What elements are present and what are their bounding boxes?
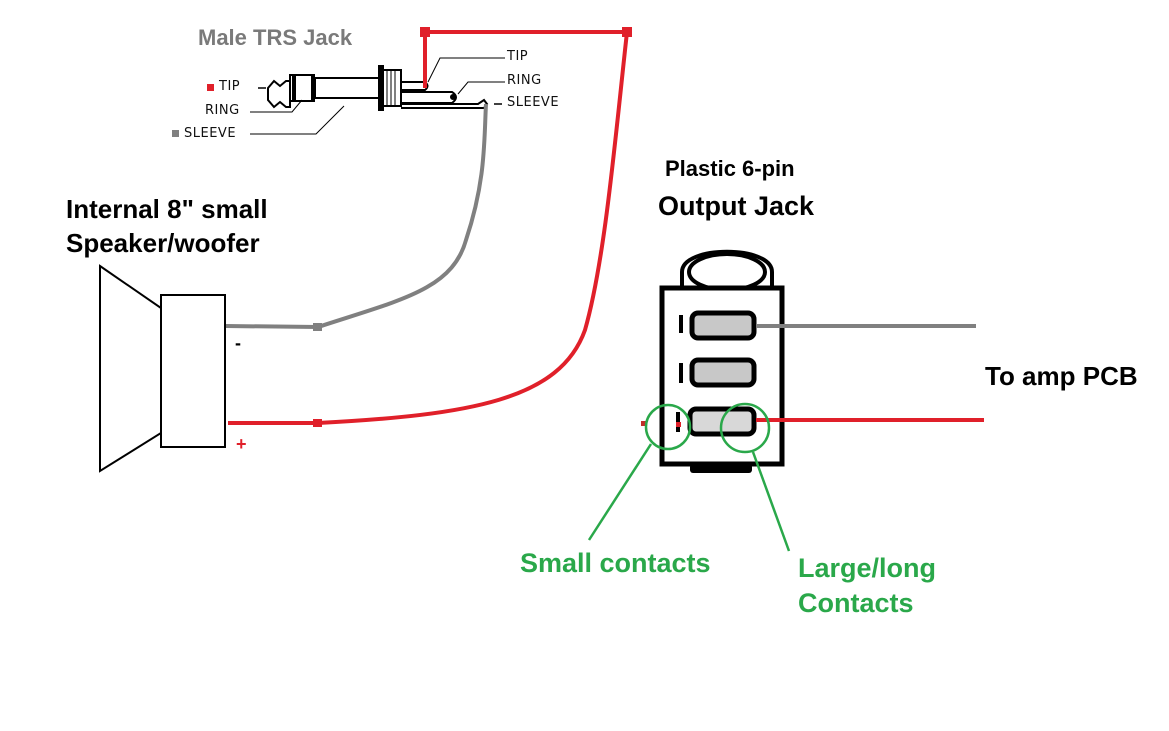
plug-grip	[382, 69, 402, 107]
speaker-plus-label: +	[236, 434, 247, 454]
contact-1	[689, 310, 757, 341]
hot-wire-speaker-to-tip	[228, 30, 630, 425]
speaker-minus-label: -	[235, 333, 241, 353]
trs-jack-title: Male TRS Jack	[198, 25, 353, 50]
trs-left-sleeve-label: SLEEVE	[184, 126, 237, 141]
output-jack-title-line1: Plastic 6-pin	[665, 156, 795, 181]
ground-wire-speaker-to-sleeve	[225, 103, 488, 330]
tip-color-key	[207, 84, 214, 91]
trs-left-tip-label: TIP	[219, 79, 241, 94]
sleeve-lug	[401, 98, 489, 109]
contact-2	[689, 357, 757, 388]
large-contact-callout-circle	[719, 402, 771, 454]
hot-splice-speaker	[313, 419, 322, 427]
ground-splice	[313, 323, 322, 331]
plug-sleeve	[314, 77, 380, 99]
output-jack	[659, 249, 785, 473]
trs-right-sleeve-label: SLEEVE	[507, 95, 560, 110]
small-contact-callout-circle	[644, 403, 692, 451]
trs-right-ring-label: RING	[507, 73, 542, 88]
ring-lug-hole	[450, 94, 456, 100]
small-contact-red-mark	[641, 421, 646, 426]
sleeve-color-key	[172, 130, 179, 137]
trs-left-ring-label: RING	[205, 103, 240, 118]
speaker-title-line2: Speaker/woofer	[66, 228, 260, 258]
callouts	[587, 402, 791, 552]
ring-lug	[401, 91, 457, 104]
large-contact-leader	[751, 451, 791, 552]
speaker-title-line1: Internal 8" small	[66, 194, 268, 224]
small-contact-red-mark-2	[676, 422, 681, 427]
small-contacts-label: Small contacts	[520, 548, 711, 578]
trs-right-tip-label: TIP	[507, 49, 529, 64]
large-contacts-label-line1: Large/long	[798, 553, 937, 583]
speaker-cone	[99, 264, 162, 473]
plug-tip	[267, 79, 291, 109]
hot-corner-1	[420, 27, 430, 37]
jack-base	[690, 464, 752, 473]
small-contact-leader	[587, 443, 653, 541]
speaker-magnet	[160, 294, 226, 448]
speaker-symbol	[99, 264, 226, 473]
large-contacts-label-line2: Contacts	[798, 588, 914, 618]
trs-plug	[250, 57, 505, 135]
jack-barrel-opening	[687, 252, 767, 292]
output-jack-title-line2: Output Jack	[658, 191, 815, 221]
hot-corner-2	[622, 27, 632, 37]
to-amp-pcb-label: To amp PCB	[985, 361, 1138, 391]
